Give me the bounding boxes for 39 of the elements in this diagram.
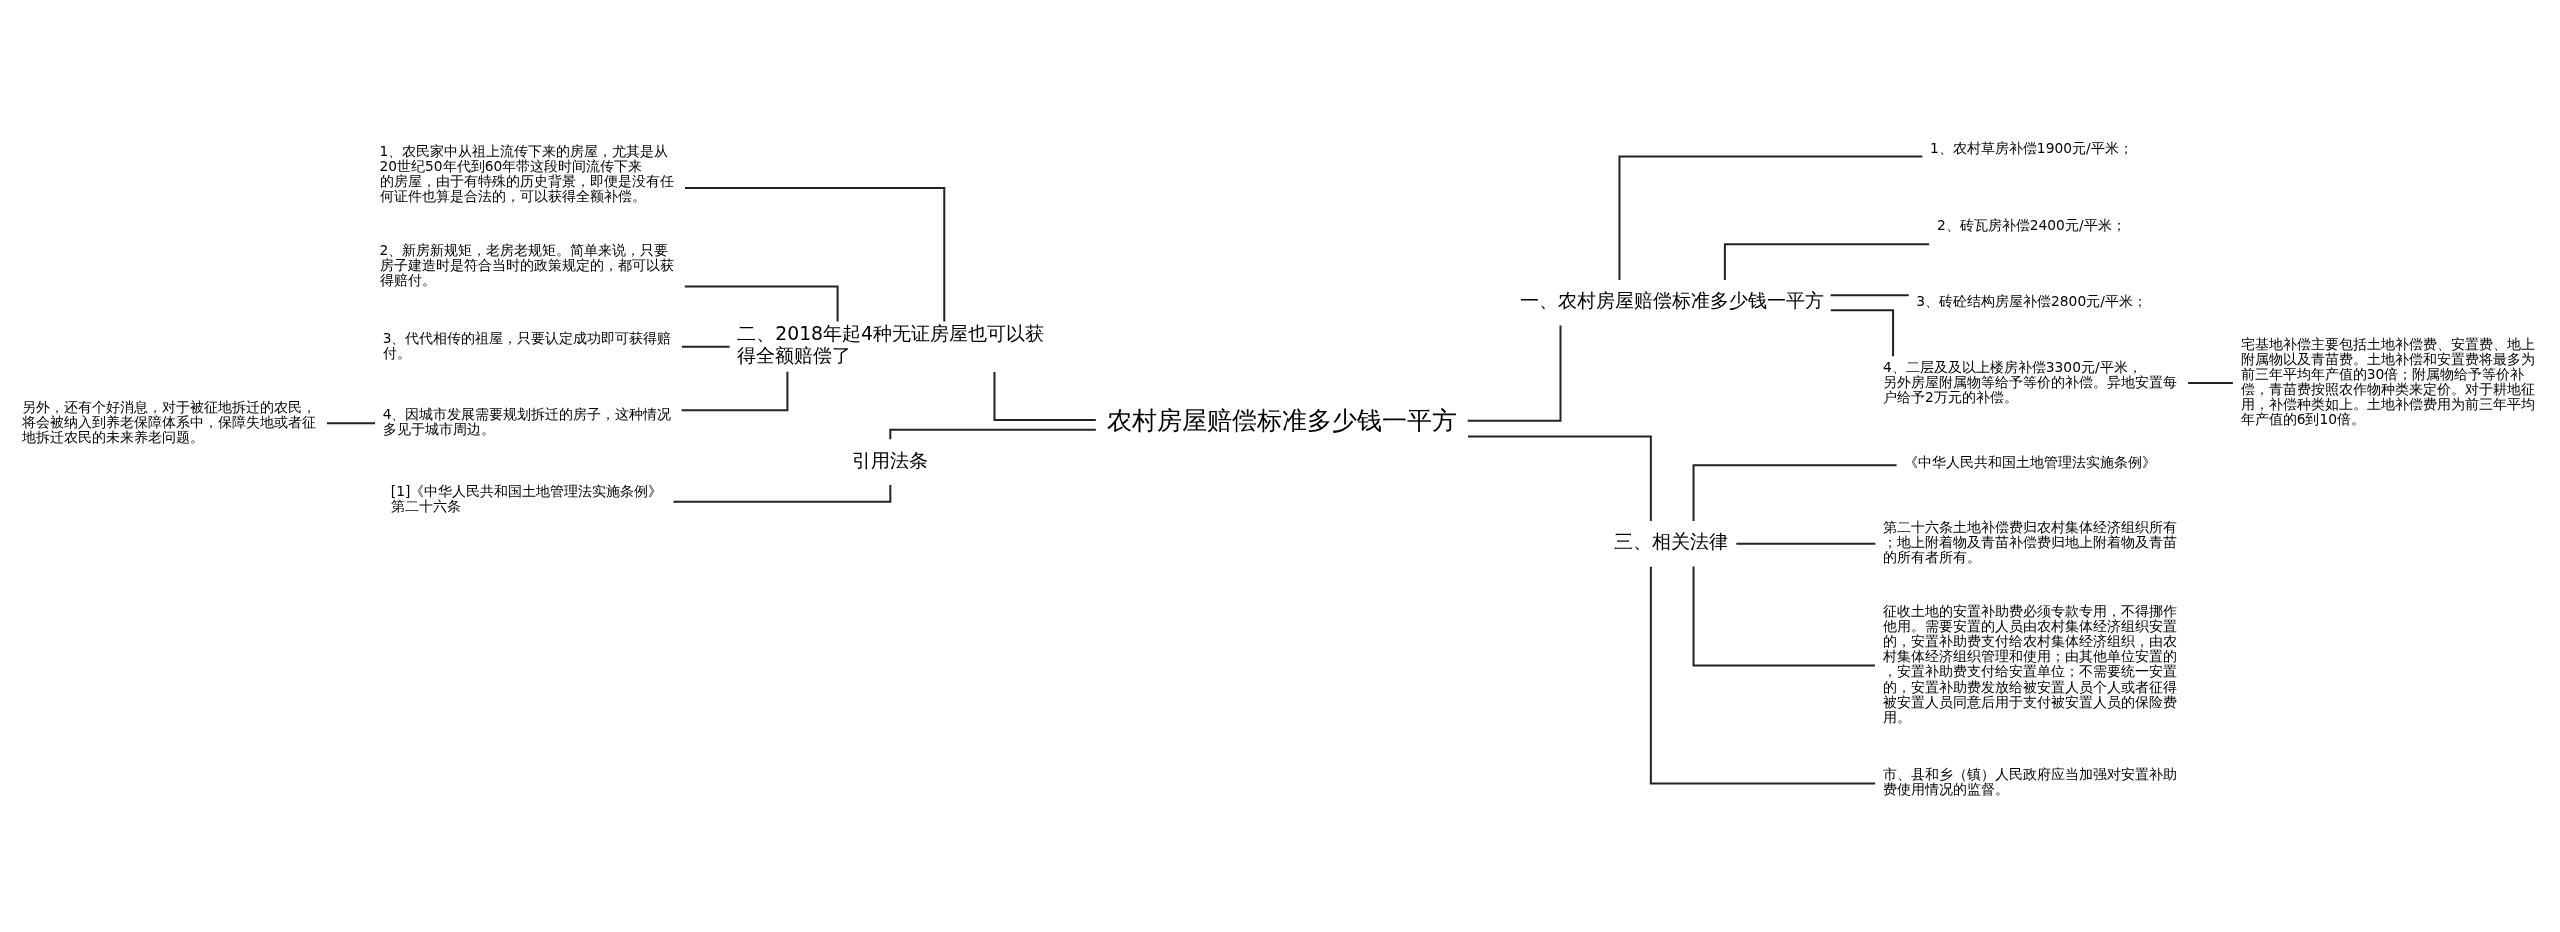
node-text: 《中华人民共和国土地管理法实施条例》 (1904, 453, 2157, 470)
node-text: 二、2018年起4种无证房屋也可以获得全额赔偿了 (737, 322, 1045, 366)
node-text: 3、代代相传的祖屋，只要认定成功即可获得赔付。 (382, 329, 672, 361)
connector (1649, 566, 1876, 784)
node-text: 4、因城市发展需要规划拆迁的房子，这种情况多见于城市周边。 (382, 405, 672, 437)
node-text: 征收土地的安置补助费必须专款专用，不得挪作他用。需要安置的人员由农村集体经济组织安置的，安置补助费支付给农村集体经济组织，由农村集体经济组织管理和使用；由其他单位安置的，安置补助费支付给安置单位；不需要统一安置的，安置补助费发放给被安置人员个人或者征得被安置人员同意后用于支付被安置人员的保险费用。 (1883, 602, 2178, 725)
connector (1618, 155, 1923, 280)
connector (684, 186, 946, 321)
node-text: 引用法条 (852, 449, 929, 470)
connector (889, 428, 1096, 439)
connector (1723, 242, 1930, 280)
node-text: 第二十六条土地补偿费归农村集体经济组织所有；地上附着物及青苗补偿费归地上附着物及青苗的所有者所有。 (1883, 518, 2178, 565)
connector (1830, 308, 1895, 356)
node-text: 另外，还有个好消息，对于被征地拆迁的农民，将会被纳入到养老保障体系中，保障失地或者征地拆迁农民的未来养老问题。 (21, 398, 316, 445)
connector (1830, 293, 1909, 296)
node-text: 农村房屋赔偿标准多少钱一平方 (1106, 405, 1457, 435)
node-text: 3、砖砼结构房屋补偿2800元/平米； (1916, 292, 2147, 309)
connector (673, 484, 892, 503)
connector (1692, 463, 1897, 521)
node-text: 三、相关法律 (1614, 530, 1729, 552)
node-text: 1、农村草房补偿1900元/平米； (1930, 139, 2133, 156)
node-text: 1、农民家中从祖上流传下来的房屋，尤其是从20世纪50年代到60年带这段时间流传下来的房屋，由于有特殊的历史背景，即便是没有任何证件也算是合法的，可以获得全额补偿。 (379, 142, 674, 204)
connector (681, 371, 789, 411)
connector (1736, 542, 1876, 545)
node-text: 2、新房新规矩，老房老规矩。简单来说，只要房子建造时是符合当时的政策规定的，都可以获得赔付。 (379, 241, 674, 288)
connector (1467, 324, 1562, 422)
connector (2188, 381, 2233, 384)
node-text: [1]《中华人民共和国土地管理法实施条例》第二十六条 (390, 482, 663, 514)
node-text: 2、砖瓦房补偿2400元/平米； (1937, 216, 2126, 233)
connector (1692, 566, 1875, 666)
node-text: 一、农村房屋赔偿标准多少钱一平方 (1520, 289, 1825, 311)
connector (326, 421, 376, 424)
node-text: 宅基地补偿主要包括土地补偿费、安置费、地上附属物以及青苗费。土地补偿和安置费将最多为前三年平均年产值的30倍；附属物给予等价补偿，青苗费按照农作物种类来定价。对于耕地征用，补偿种类如上。土地补偿费用为前三年平均年产值的6到10倍。 (2240, 335, 2535, 427)
connector (1468, 434, 1652, 521)
node-text: 市、县和乡（镇）人民政府应当加强对安置补助费使用情况的监督。 (1883, 765, 2178, 797)
connector (684, 284, 839, 321)
connector (993, 371, 1096, 421)
node-text: 4、二层及及以上楼房补偿3300元/平米，另外房屋附属物等给予等价的补偿。异地安置每户给予2万元的补偿。 (1883, 358, 2178, 405)
connector (681, 345, 730, 348)
